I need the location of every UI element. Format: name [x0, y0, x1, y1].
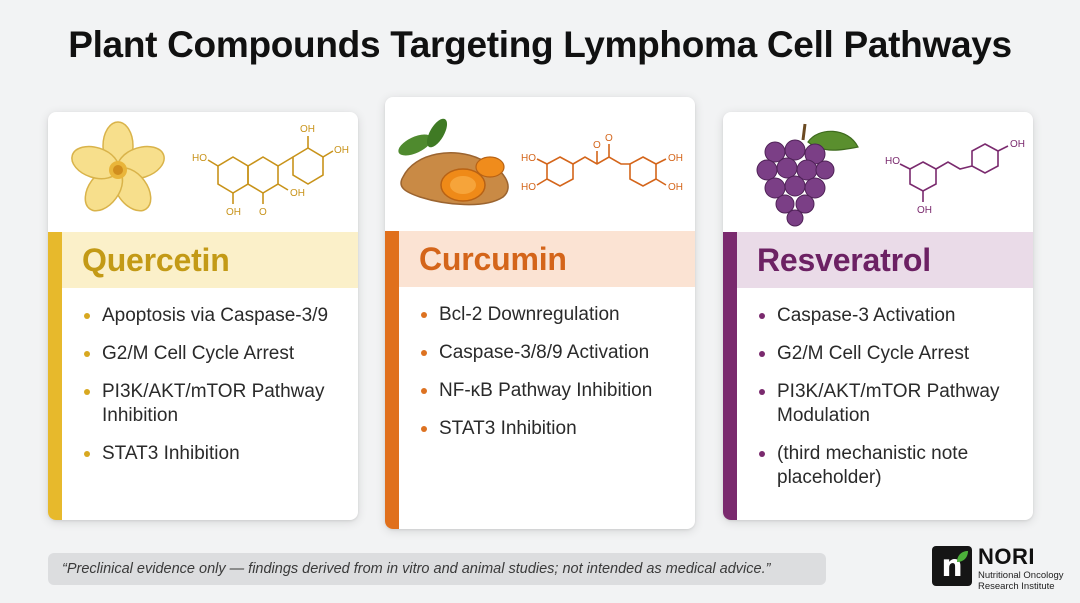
logo-line-1: Nutritional Oncology [978, 570, 1064, 581]
mol-label: HO [885, 156, 900, 167]
bullet-icon [84, 389, 90, 395]
turmeric-root-icon [398, 118, 509, 206]
nori-logo: n NORI Nutritional Oncology Research Ins… [932, 544, 1072, 592]
mol-label: OH [290, 188, 305, 199]
leaf-icon [957, 551, 968, 562]
quercetin-molecule [207, 136, 334, 204]
bullet-icon [421, 388, 427, 394]
accent-bar [385, 231, 399, 529]
bullet-icon [759, 389, 765, 395]
mol-label: OH [668, 153, 683, 164]
mol-label: OH [1010, 139, 1025, 150]
bullet-icon [421, 350, 427, 356]
accent-bar [723, 232, 737, 520]
mol-label: O [605, 133, 613, 144]
resveratrol-illustration: HO OH OH [756, 123, 1025, 227]
accent-bar [48, 232, 62, 520]
logo-line-2: Research Institute [978, 581, 1055, 592]
list-item: PI3K/AKT/mTOR Pathway Modulation [759, 380, 1019, 428]
mol-label: OH [668, 182, 683, 193]
list-item: G2/M Cell Cycle Arrest [84, 342, 344, 366]
resveratrol-molecule [899, 143, 1009, 202]
list-item: G2/M Cell Cycle Arrest [759, 342, 1019, 366]
mechanism-list: Apoptosis via Caspase-3/9 G2/M Cell Cycl… [84, 304, 344, 480]
list-item: STAT3 Inhibition [84, 442, 344, 466]
list-item: STAT3 Inhibition [421, 417, 681, 441]
list-item: NF-κB Pathway Inhibition [421, 379, 681, 403]
bullet-icon [421, 426, 427, 432]
list-item: PI3K/AKT/mTOR Pathway Inhibition [84, 380, 344, 428]
page-title: Plant Compounds Targeting Lymphoma Cell … [68, 24, 1012, 65]
list-item: (third mechanistic note placeholder) [759, 442, 1019, 490]
mol-label: HO [192, 153, 207, 164]
mol-label: OH [226, 207, 241, 218]
compound-header: Curcumin [399, 231, 695, 287]
list-item: Apoptosis via Caspase-3/9 [84, 304, 344, 328]
curcumin-illustration: HO HO OH OH O O [398, 118, 683, 206]
bullet-icon [421, 312, 427, 318]
bullet-icon [84, 451, 90, 457]
list-item: Bcl-2 Downregulation [421, 303, 681, 327]
compound-header: Resveratrol [737, 232, 1033, 288]
disclaimer-note: “Preclinical evidence only — findings de… [48, 553, 826, 585]
logo-abbr: NORI [978, 544, 1035, 569]
mechanism-list: Bcl-2 Downregulation Caspase-3/8/9 Activ… [421, 303, 681, 455]
mol-label: O [593, 140, 601, 151]
compound-card-resveratrol: HO OH OH Resveratrol Caspase-3 Activatio… [723, 112, 1033, 520]
bullet-icon [84, 351, 90, 357]
compound-header: Quercetin [62, 232, 358, 288]
flower-icon [71, 121, 165, 212]
mol-label: O [259, 207, 267, 218]
bullet-icon [84, 313, 90, 319]
compound-card-curcumin: HO HO OH OH O O Curcumin Bcl-2 Downregul… [385, 97, 695, 529]
grapes-icon [756, 123, 859, 227]
mol-label: OH [300, 124, 315, 135]
list-item: Caspase-3/8/9 Activation [421, 341, 681, 365]
mechanism-list: Caspase-3 Activation G2/M Cell Cycle Arr… [759, 304, 1019, 504]
mol-label: HO [521, 153, 536, 164]
bullet-icon [759, 313, 765, 319]
mol-label: HO [521, 182, 536, 193]
bullet-icon [759, 351, 765, 357]
curcumin-molecule [536, 144, 667, 187]
compound-card-quercetin: OH OH HO OH OH O Quercetin Apoptosis via… [48, 112, 358, 520]
compound-name: Quercetin [82, 241, 230, 278]
quercetin-illustration: OH OH HO OH OH O [71, 121, 349, 218]
compound-name: Curcumin [419, 240, 567, 277]
list-item: Caspase-3 Activation [759, 304, 1019, 328]
mol-label: OH [917, 205, 932, 216]
bullet-icon [759, 451, 765, 457]
mol-label: OH [334, 145, 349, 156]
compound-name: Resveratrol [757, 241, 931, 278]
